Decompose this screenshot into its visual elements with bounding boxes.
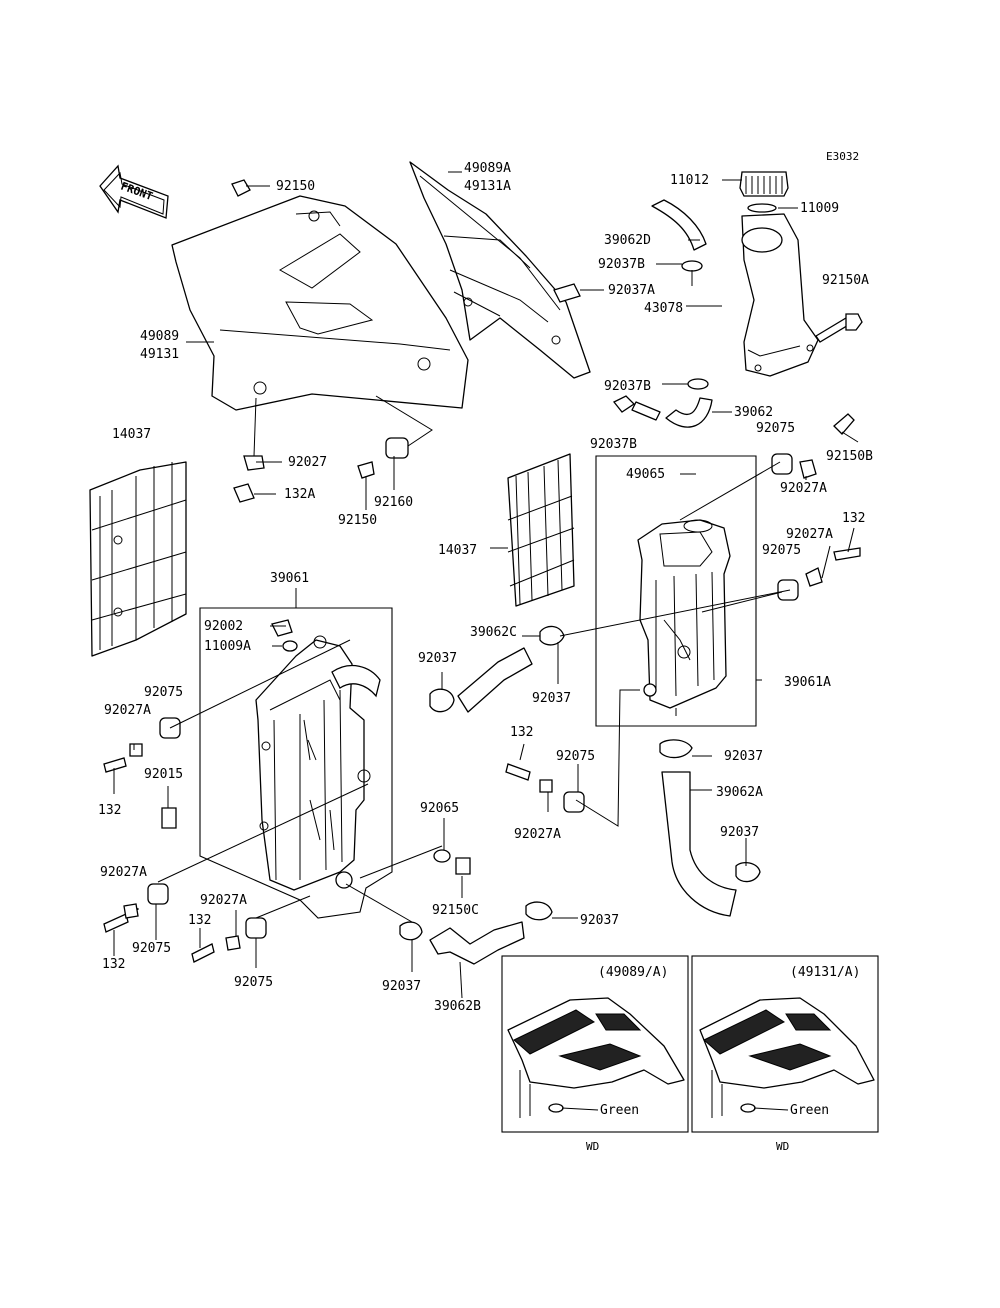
radiator-shroud-left [171, 195, 469, 411]
part-label: 39062 [734, 405, 773, 420]
part-label: 92037 [580, 913, 619, 928]
part-label: 92150A [822, 273, 869, 288]
bolt-92150a-icon [815, 313, 863, 343]
part-label: 132A [284, 487, 315, 502]
part-label: 92075 [756, 421, 795, 436]
coolant-hoses [429, 647, 737, 965]
part-label: 14037 [438, 543, 477, 558]
part-label: 92037A [608, 283, 655, 298]
inset-right-caption: WD [776, 1140, 789, 1153]
overflow-hose [665, 397, 713, 428]
part-label: 39062B [434, 999, 481, 1014]
part-label: 49089A [464, 161, 511, 176]
part-label: 132 [102, 957, 125, 972]
part-label: 11009A [204, 639, 251, 654]
part-label: 92027A [780, 481, 827, 496]
part-label: 92037 [382, 979, 421, 994]
part-label: 92160 [374, 495, 413, 510]
part-label: 49065 [626, 467, 665, 482]
reservoir-tank [741, 213, 819, 377]
clamp-92037b-c [612, 395, 636, 413]
radiator-shroud-right [409, 161, 591, 379]
part-label: 92037 [418, 651, 457, 666]
part-label: 11009 [800, 201, 839, 216]
grommet-icons [147, 437, 799, 939]
inset-left-caption: WD [586, 1140, 599, 1153]
radiator-guard-left [89, 461, 187, 657]
part-label: 92075 [556, 749, 595, 764]
part-label: 39062C [470, 625, 517, 640]
part-label: 132 [510, 725, 533, 740]
part-label: 39062D [604, 233, 651, 248]
clamp-92037b-a [681, 260, 703, 272]
cap-gasket-icon [747, 203, 777, 213]
inset-right-ref: (49131/A) [790, 965, 860, 980]
part-label: 92027A [104, 703, 151, 718]
part-labels: 92150 49089A 49131A 11012 11009 39062D 9… [98, 161, 873, 1014]
clamp-92037a [553, 283, 581, 303]
part-label: 92075 [234, 975, 273, 990]
part-label: 92075 [144, 685, 183, 700]
part-label: 92150 [276, 179, 315, 194]
short-hose-icon [631, 401, 661, 421]
part-label: 92037B [604, 379, 651, 394]
part-label: 132 [188, 913, 211, 928]
part-label: 92150 [338, 513, 377, 528]
part-label: 132 [842, 511, 865, 526]
part-label: 92027 [288, 455, 327, 470]
radiator-guard-mid [507, 453, 575, 607]
inset-left: (49089/A) Green [501, 955, 689, 1133]
part-label: 92002 [204, 619, 243, 634]
clamp-92037b-b [687, 378, 709, 390]
breather-hose-d [651, 199, 707, 251]
part-label: 92037B [590, 437, 637, 452]
part-label: 92037B [598, 257, 645, 272]
part-label: 92015 [144, 767, 183, 782]
part-label: 92027A [514, 827, 561, 842]
inset-left-color: Green [600, 1103, 639, 1118]
part-label: 11012 [670, 173, 709, 188]
inset-left-ref: (49089/A) [598, 965, 668, 980]
part-label: 92037 [720, 825, 759, 840]
part-label: 39062A [716, 785, 763, 800]
part-label: 92027A [100, 865, 147, 880]
part-label: 49131A [464, 179, 511, 194]
part-label: 92027A [786, 527, 833, 542]
part-label: 132 [98, 803, 121, 818]
inset-right-color: Green [790, 1103, 829, 1118]
part-label: 92150C [432, 903, 479, 918]
part-label: 92037 [532, 691, 571, 706]
part-label: 14037 [112, 427, 151, 442]
part-label: 92075 [132, 941, 171, 956]
radiator-right [637, 519, 731, 716]
diagram-code: E3032 [826, 150, 859, 163]
front-arrow-icon [99, 164, 169, 219]
assembly-outlines [199, 455, 757, 919]
hose-clamp-icons [399, 625, 761, 941]
inset-right: (49131/A) Green [691, 955, 879, 1133]
part-label: 92065 [420, 801, 459, 816]
part-label: 92037 [724, 749, 763, 764]
bolt-icons [103, 179, 861, 963]
part-label: 39061A [784, 675, 831, 690]
reservoir-cap-icon [739, 171, 789, 197]
part-label: 92027A [200, 893, 247, 908]
radiator-left [255, 635, 381, 891]
part-label: 49089 [140, 329, 179, 344]
part-label: 49131 [140, 347, 179, 362]
part-label: 43078 [644, 301, 683, 316]
part-label: 92075 [762, 543, 801, 558]
leader-lines [113, 171, 859, 999]
part-label: 92150B [826, 449, 873, 464]
part-label: 39061 [270, 571, 309, 586]
